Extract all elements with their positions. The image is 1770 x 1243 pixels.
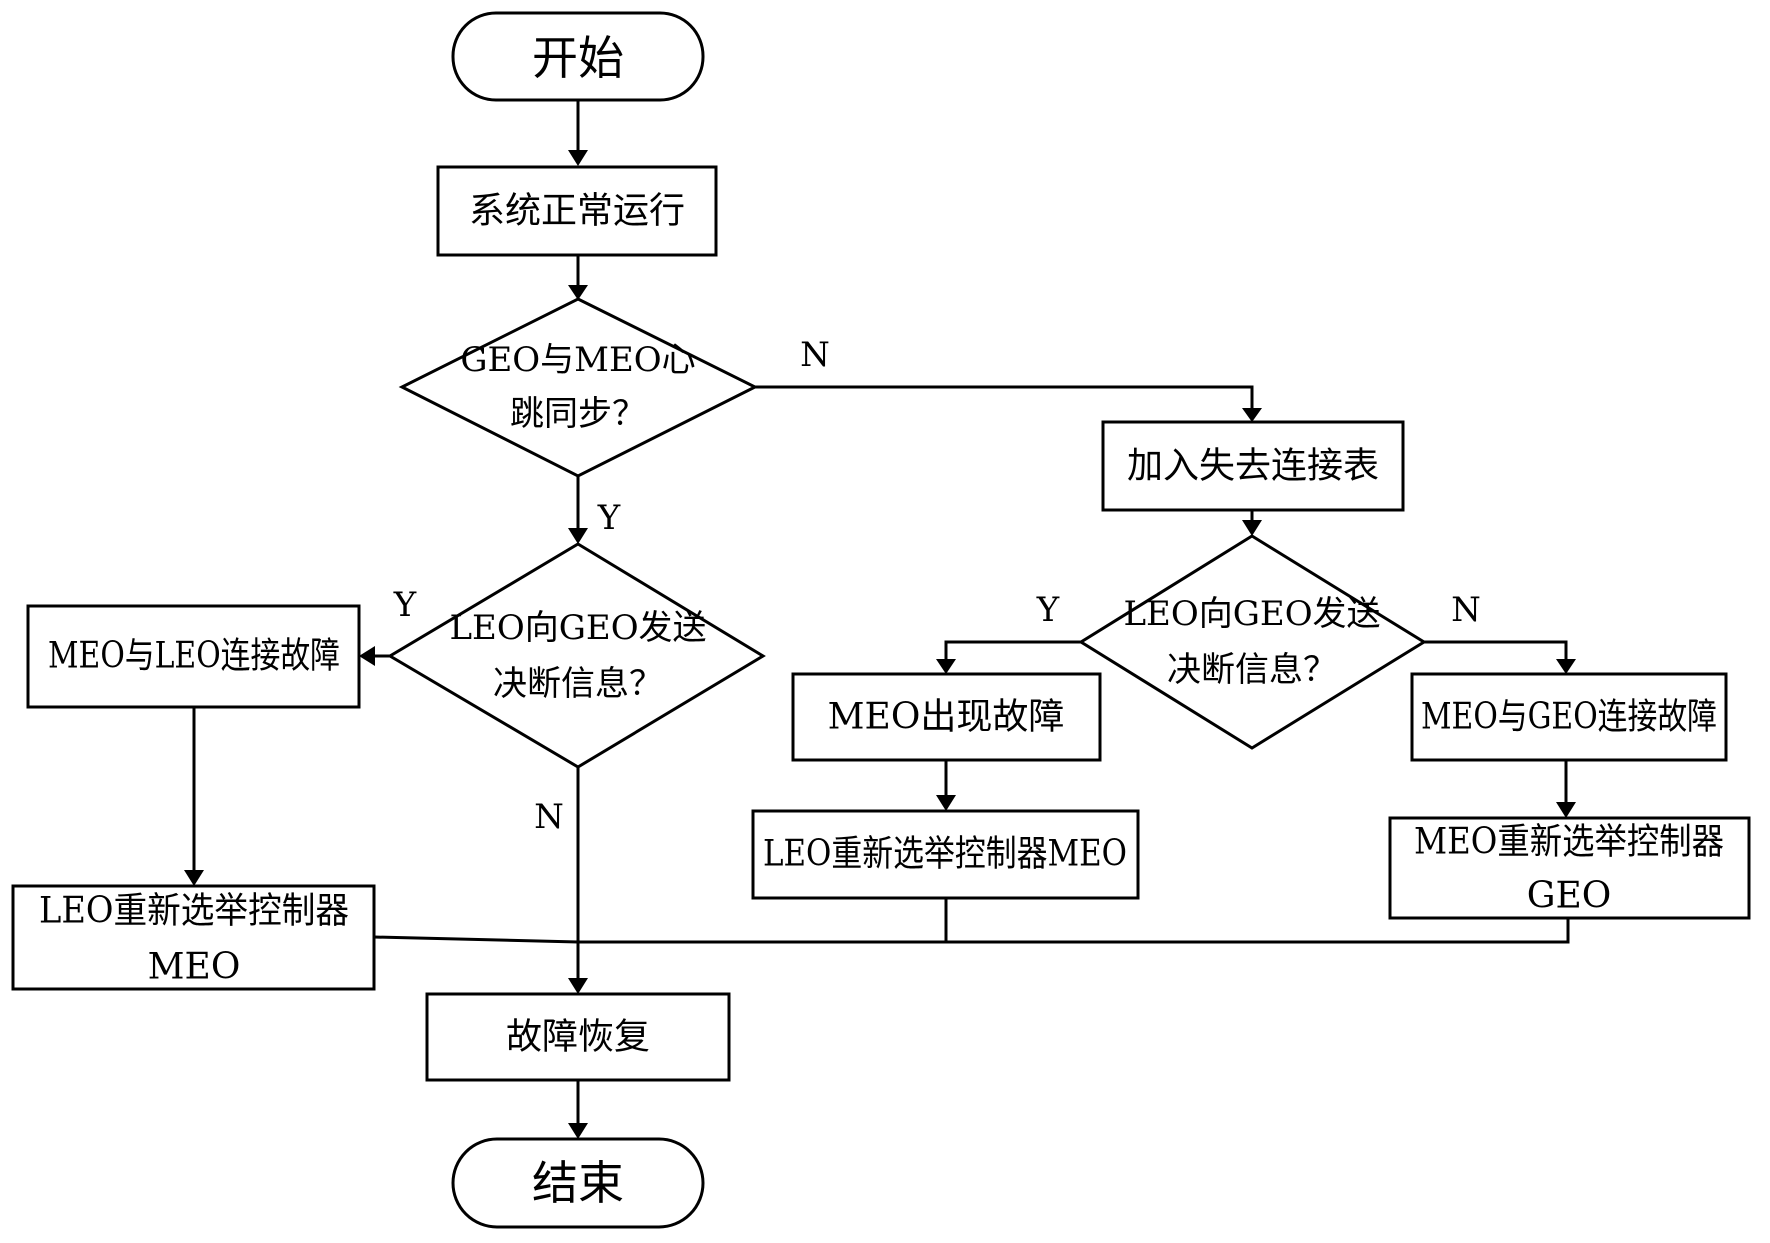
start-node: 开始 [451,11,705,102]
meo-leo-fault-label: MEO与LEO连接故障 [48,636,340,677]
left-decision-diamond [387,542,766,769]
add-lost-table-label: 加入失去连接表 [1127,446,1379,487]
meo-reelect-geo-line1: MEO重新选举控制器 [1414,822,1724,863]
meo-reelect-geo-box [1388,816,1751,920]
meo-fault-box [791,672,1102,762]
arrowhead [936,659,956,674]
meo-leo-fault-node: MEO与LEO连接故障 [26,604,361,709]
heartbeat-line2: 跳同步？ [510,394,646,434]
end-node: 结束 [451,1137,705,1229]
edge-merge [373,918,1570,944]
end-label: 结束 [532,1156,624,1210]
meo-reelect-geo-node: MEO重新选举控制器 GEO [1388,816,1751,920]
arrowhead [359,646,375,666]
normal-run-label: 系统正常运行 [469,191,685,232]
leo-reelect-left-node: LEO重新选举控制器 MEO [11,884,376,991]
meo-reelect-geo-line2: GEO [1527,876,1612,917]
right-decision-line1: LEO向GEO发送 [1123,594,1380,634]
add-lost-table-node: 加入失去连接表 [1101,420,1405,512]
arrowhead [568,1123,588,1139]
left-no-label: N [534,797,564,837]
leo-reelect-mid-box [751,809,1140,900]
normal-run-box [436,165,718,257]
arrowhead [1556,802,1576,818]
edge-labels: N Y Y N Y N [393,335,1481,837]
arrowhead [184,870,204,886]
leo-reelect-left-line1: LEO重新选举控制器 [39,891,349,932]
left-yes-label: Y [393,585,417,625]
add-lost-table-box [1101,420,1405,512]
right-decision-diamond [1078,534,1427,750]
meo-geo-fault-node: MEO与GEO连接故障 [1410,672,1728,762]
meo-geo-fault-label: MEO与GEO连接故障 [1421,697,1717,738]
heartbeat-no-label: N [800,335,830,375]
arrowhead [1242,520,1262,536]
normal-run-node: 系统正常运行 [436,165,718,257]
recovery-label: 故障恢复 [506,1017,650,1058]
left-decision-node: LEO向GEO发送 决断信息？ [387,542,766,769]
start-label: 开始 [532,31,624,85]
arrowhead [936,795,956,811]
right-yes-label: Y [1036,590,1060,630]
arrowhead [568,978,588,994]
arrowhead [568,150,588,166]
right-no-label: N [1451,590,1481,630]
leo-reelect-left-line2: MEO [148,947,241,988]
recovery-node: 故障恢复 [425,992,731,1082]
heartbeat-line1: GEO与MEO心 [460,340,695,380]
left-decision-line1: LEO向GEO发送 [449,608,706,648]
edge-right-no [1424,640,1568,661]
right-decision-line2: 决断信息？ [1167,650,1337,690]
edges [184,100,1576,1139]
recovery-box [425,992,731,1082]
arrowhead [568,285,588,300]
edge-heartbeat-no [755,385,1254,410]
leo-reelect-mid-node: LEO重新选举控制器MEO [751,809,1140,900]
arrowhead [1556,659,1576,674]
arrowhead [1242,408,1262,422]
start-terminal [451,11,705,102]
arrowhead [568,528,588,544]
end-terminal [451,1137,705,1229]
heartbeat-diamond [398,297,759,478]
meo-fault-label: MEO出现故障 [828,697,1065,738]
leo-reelect-mid-label: LEO重新选举控制器MEO [763,834,1127,875]
meo-fault-node: MEO出现故障 [791,672,1102,762]
leo-reelect-left-box [11,884,376,991]
right-decision-node: LEO向GEO发送 决断信息？ [1078,534,1427,750]
left-decision-line2: 决断信息？ [493,664,663,704]
meo-geo-fault-box [1410,672,1728,762]
meo-leo-fault-box [26,604,361,709]
heartbeat-decision-node: GEO与MEO心 跳同步？ [398,297,759,478]
edge-right-yes [944,640,1081,661]
heartbeat-yes-label: Y [597,498,621,538]
